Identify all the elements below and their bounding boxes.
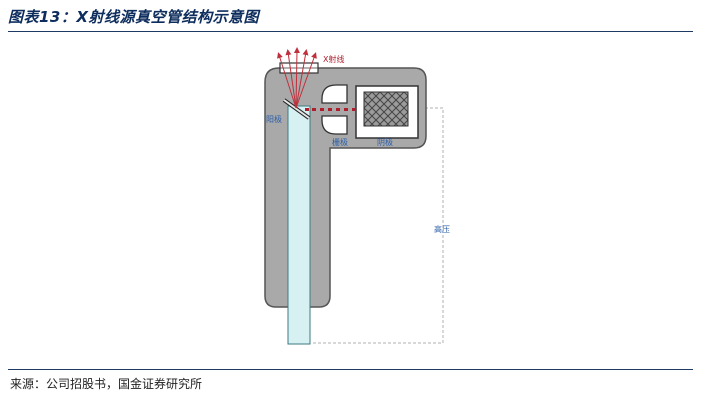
label-cathode: 阴极 [377,137,393,147]
source-note: 来源：公司招股书，国金证券研究所 [10,377,203,391]
title-divider [8,31,693,32]
cathode-filament-block [363,91,409,127]
electron-beam [305,108,356,111]
gate-electrode-lower [321,115,348,135]
source-divider [8,369,693,370]
gate-electrode-upper [321,84,348,104]
xray-emission-arrows [277,47,317,109]
high-voltage-circuit [312,107,444,344]
label-xray: X射线 [323,54,344,64]
label-gate: 栅极 [332,137,348,147]
figure-title: 图表13：X射线源真空管结构示意图 [8,8,259,26]
label-anode: 阳极 [266,114,282,124]
glass-window-column [287,105,311,345]
label-high-voltage: 高压 [434,224,450,234]
